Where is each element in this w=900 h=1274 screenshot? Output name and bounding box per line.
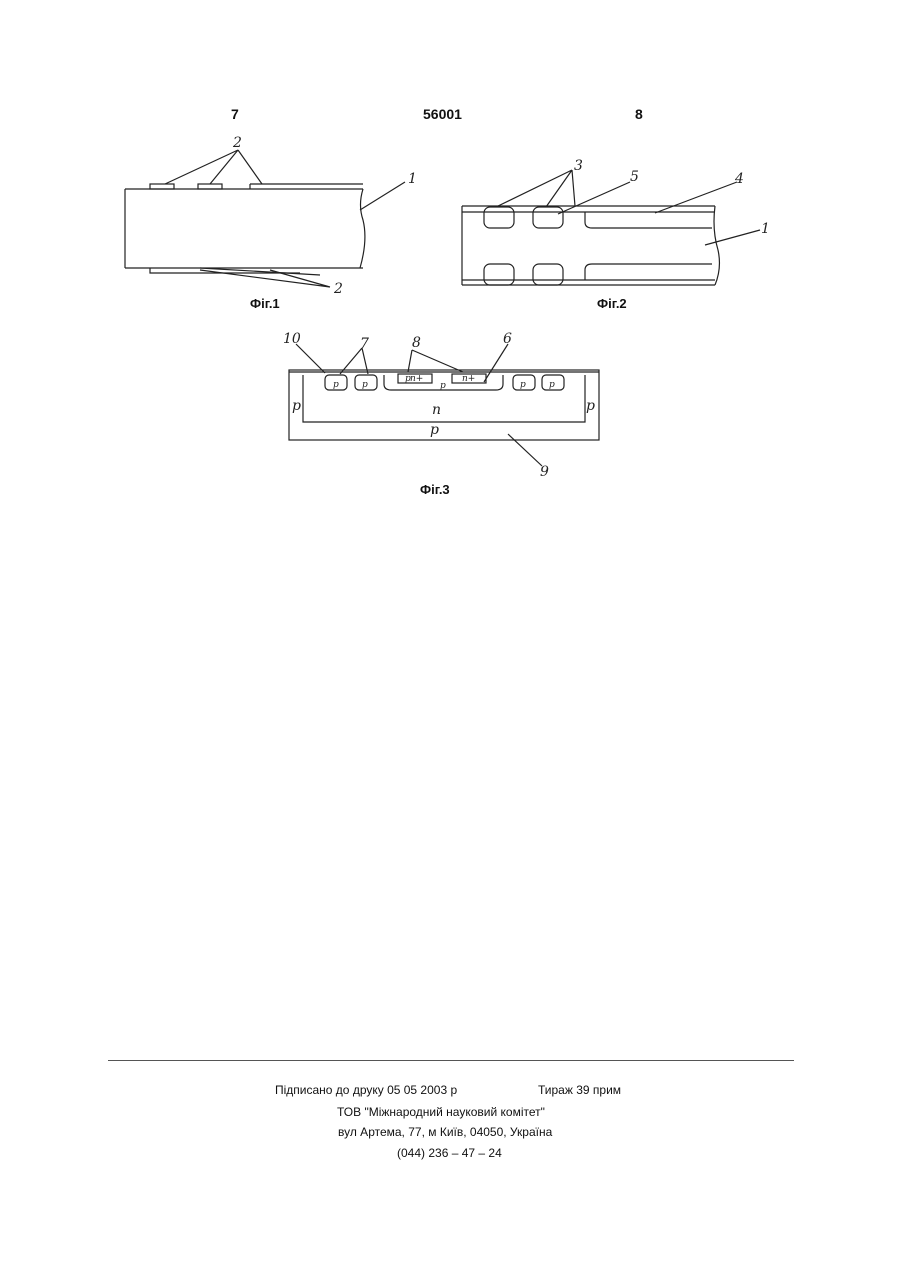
fig3-label-9: 9: [540, 464, 549, 480]
fig1-label-2-bottom: 2: [333, 281, 343, 297]
figure-2: [462, 170, 760, 285]
fig3-region-n: n: [432, 402, 441, 418]
figure-1: [125, 150, 405, 287]
footer-address: вул Артема, 77, м Київ, 04050, Україна: [338, 1125, 552, 1139]
footer-phone: (044) 236 – 47 – 24: [397, 1146, 502, 1160]
fig1-label-1: 1: [408, 171, 417, 187]
fig3-region-p-left: p: [292, 398, 301, 414]
fig3-region-p-well4: p: [549, 380, 555, 390]
fig3-label-6: 6: [503, 331, 512, 347]
fig3-region-p-well3: p: [520, 380, 526, 390]
patent-drawings: 2 1 2 3 5 4 1: [0, 0, 900, 520]
fig3-region-p-right: p: [586, 398, 595, 414]
fig3-region-p-well1: p: [333, 380, 339, 390]
fig2-caption: Фіг.2: [597, 296, 627, 311]
figure-3: [289, 344, 599, 466]
fig3-region-nplus-1: n+: [410, 374, 423, 384]
fig3-caption: Фіг.3: [420, 482, 450, 497]
fig1-label-2-top: 2: [232, 135, 242, 151]
fig1-caption: Фіг.1: [250, 296, 280, 311]
fig2-label-1: 1: [761, 221, 770, 237]
fig3-region-nplus-2: n+: [462, 374, 475, 384]
fig2-label-4: 4: [734, 171, 744, 187]
footer-organization: ТОВ "Міжнародний науковий комітет": [337, 1105, 545, 1119]
fig3-region-p-well2: p: [362, 380, 368, 390]
fig2-label-3: 3: [574, 158, 583, 174]
fig3-label-7: 7: [360, 336, 369, 352]
fig3-label-8: 8: [412, 335, 421, 351]
fig3-region-p-bottom: p: [430, 422, 439, 438]
footer-signed: Підписано до друку 05 05 2003 р: [275, 1083, 457, 1097]
fig3-region-p-center: p: [440, 381, 446, 391]
footer-divider: [108, 1060, 794, 1061]
footer-print-run: Тираж 39 прим: [538, 1083, 621, 1097]
fig2-label-5: 5: [630, 169, 639, 185]
fig3-label-10: 10: [283, 331, 301, 347]
